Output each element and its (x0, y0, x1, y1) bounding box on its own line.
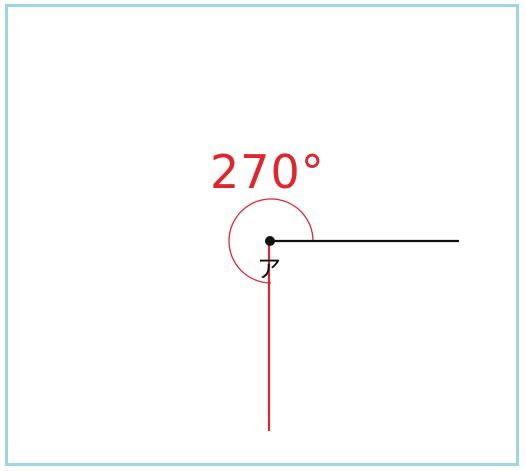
vertex-point (265, 236, 275, 246)
angle-measure-label: 270° (210, 145, 325, 199)
angle-arc (228, 198, 314, 284)
vertex-label: ア (257, 255, 281, 283)
diagram-frame (5, 4, 519, 466)
